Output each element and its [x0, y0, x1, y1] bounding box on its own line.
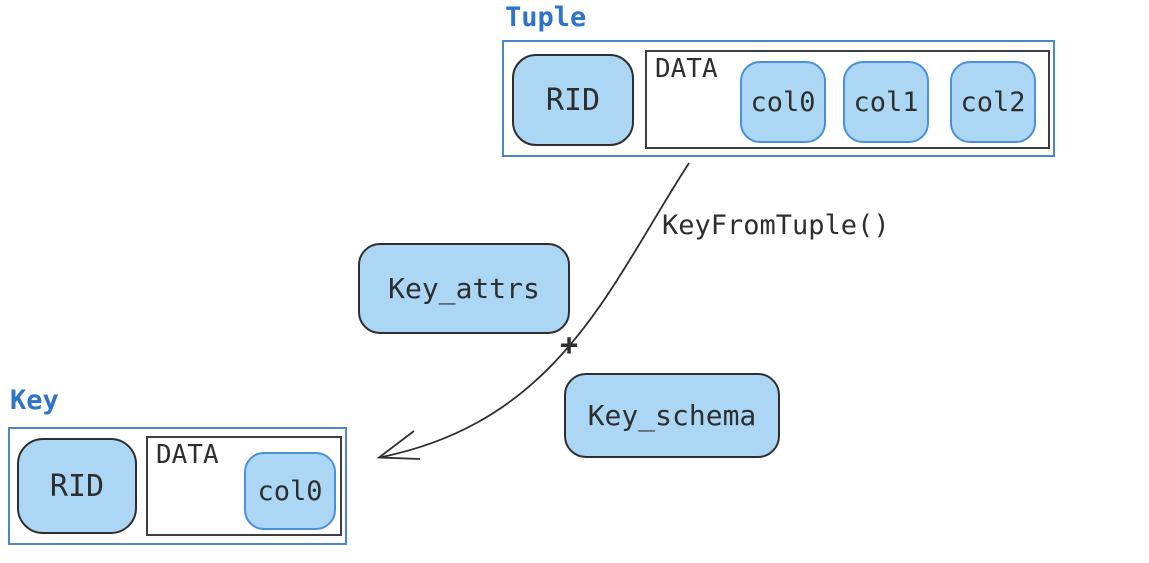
tuple-rid-box: RID	[512, 54, 634, 146]
tuple-label: Tuple	[505, 2, 587, 33]
tuple-box: RID DATA col0 col1 col2	[502, 40, 1055, 157]
tuple-data-label: DATA	[655, 54, 718, 84]
key-label: Key	[10, 385, 59, 416]
key-rid-box: RID	[17, 438, 137, 534]
arrow-head	[376, 430, 421, 460]
key-attrs-box: Key_attrs	[358, 243, 570, 334]
tuple-col0-box: col0	[740, 61, 826, 143]
tuple-data-box: DATA col0 col1 col2	[645, 50, 1050, 149]
key-data-label: DATA	[156, 440, 219, 470]
key-schema-box: Key_schema	[564, 373, 780, 458]
key-from-tuple-function-label: KeyFromTuple()	[662, 210, 890, 241]
tuple-col1-box: col1	[843, 61, 929, 143]
tuple-col2-box: col2	[950, 61, 1036, 143]
key-box: RID DATA col0	[8, 427, 347, 545]
plus-sign: +	[560, 328, 579, 363]
key-col0-box: col0	[244, 452, 336, 530]
key-data-box: DATA col0	[146, 436, 342, 536]
